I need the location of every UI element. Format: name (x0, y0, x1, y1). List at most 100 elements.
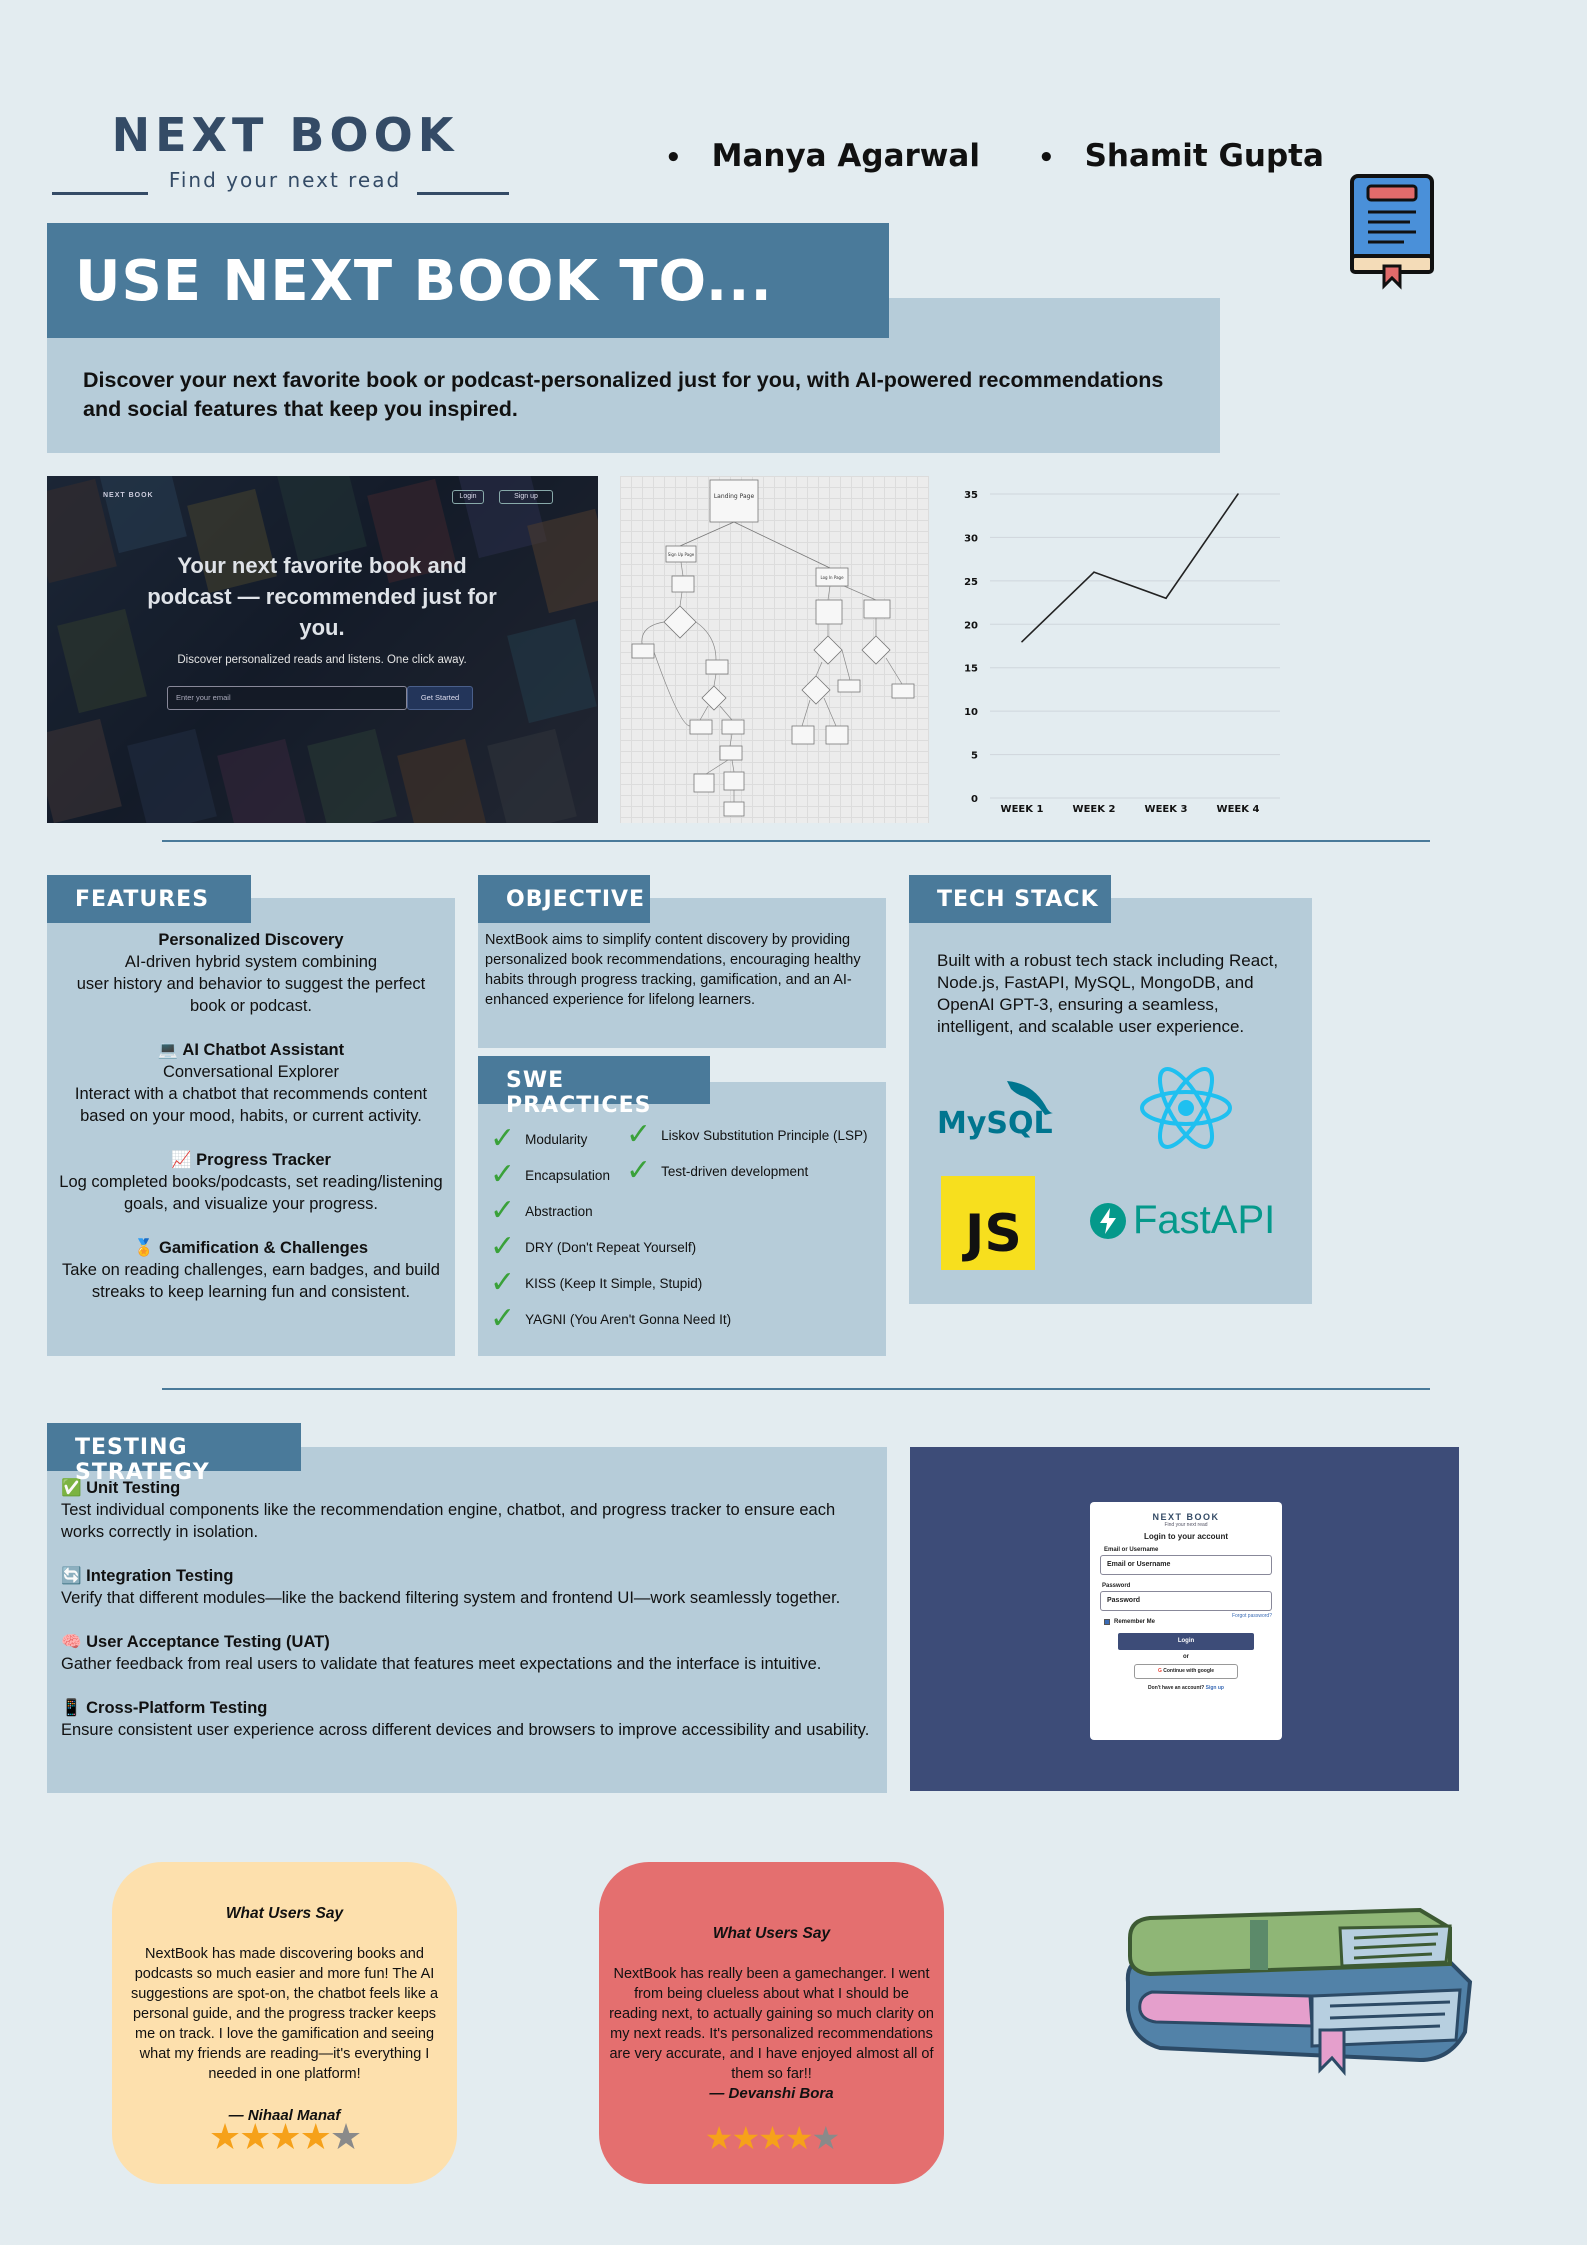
features-panel: Personalized Discovery AI-driven hybrid … (47, 898, 455, 1356)
mysql-logo: MySQL (937, 1073, 1067, 1143)
screenshot-email-input[interactable]: Enter your email (167, 686, 407, 710)
login-card: NEXT BOOK Find your next read Login to y… (1090, 1502, 1282, 1740)
feature-text: Interact with a chatbot that recommends … (74, 1085, 428, 1125)
hero-heading: USE NEXT BOOK TO... (47, 223, 889, 338)
signup-link[interactable]: Sign up (1205, 1685, 1224, 1691)
practice-item: ✓ Abstraction (490, 1196, 593, 1226)
chart-data-point (1021, 640, 1023, 643)
checkmark-icon: ✓ (490, 1193, 516, 1228)
practice-item: ✓Test-driven development (626, 1156, 808, 1186)
testimonial-card: What Users Say NextBook has made discove… (112, 1862, 457, 2184)
remember-me-label: Remember Me (1114, 1619, 1156, 1625)
login-button[interactable]: Login (1118, 1633, 1254, 1650)
testimonial-text: NextBook has really been a gamechanger. … (609, 1966, 934, 2082)
feature-text: Take on reading challenges, earn badges,… (62, 1261, 440, 1301)
swe-practices-tab: SWE PRACTICES (478, 1056, 710, 1118)
testing-strategy-panel: ✅ Unit Testing Test individual component… (47, 1447, 887, 1793)
remember-me-row: Remember Me (1104, 1619, 1282, 1625)
screenshot-get-started-button[interactable]: Get Started (407, 686, 473, 710)
feature-subtitle: Conversational Explorer (162, 1063, 340, 1081)
practice-item: ✓DRY (Don't Repeat Yourself) (490, 1232, 696, 1262)
features-tab: FEATURES (47, 875, 251, 923)
checkmark-icon: ✓ (490, 1301, 516, 1336)
book-stack-illustration (1125, 1907, 1473, 2077)
chart-x-tick-label: WEEK 1 (1001, 804, 1044, 815)
password-label: Password (1102, 1583, 1131, 1589)
testing-title: 📱 Cross-Platform Testing (61, 1699, 268, 1717)
fastapi-icon (1090, 1202, 1126, 1239)
chart-series-line (1021, 493, 1239, 643)
testing-item: 🔄 Integration Testing Verify that differ… (61, 1565, 871, 1609)
chart-y-tick-label: 0 (971, 794, 978, 805)
practice-label: DRY (Don't Repeat Yourself) (525, 1239, 697, 1255)
feature-item: Personalized Discovery AI-driven hybrid … (57, 929, 445, 1017)
practice-item: ✓Liskov Substitution Principle (LSP) (626, 1120, 867, 1150)
screenshot-signup-button[interactable]: Sign up (499, 490, 553, 504)
section-divider (162, 1388, 1430, 1390)
testing-title: 🔄 Integration Testing (61, 1567, 234, 1585)
logo-divider (417, 192, 509, 195)
testimonial-heading: What Users Say (225, 1905, 344, 1922)
chart-data-point (1093, 571, 1095, 573)
chart-y-tick-label: 15 (964, 664, 978, 675)
feature-item: 💻 AI Chatbot Assistant Conversational Ex… (57, 1039, 445, 1127)
testing-item: 📱 Cross-Platform Testing Ensure consiste… (61, 1697, 871, 1741)
checkmark-icon: ✓ (490, 1265, 516, 1300)
feature-title: 🏅 Gamification & Challenges (133, 1239, 369, 1257)
checkmark-icon: ✓ (490, 1121, 516, 1156)
login-heading: Login to your account (1144, 1532, 1228, 1541)
testimonial-text: NextBook has made discovering books and … (130, 1946, 439, 2082)
section-divider (162, 840, 1430, 842)
feature-title: Personalized Discovery (158, 931, 344, 949)
book-icon (1350, 174, 1434, 290)
practice-label: Abstraction (525, 1203, 593, 1219)
practice-item: ✓Encapsulation (490, 1160, 610, 1190)
forgot-password-link[interactable]: Forgot password? (1231, 1613, 1272, 1619)
tech-stack-tab: TECH STACK (909, 875, 1111, 923)
testimonial-author: — Devanshi Bora (709, 2085, 834, 2102)
practice-label: Encapsulation (525, 1167, 610, 1183)
practice-label: Liskov Substitution Principle (LSP) (661, 1127, 868, 1143)
signup-prompt-row: Don't have an account? Sign up (1090, 1685, 1282, 1691)
screenshot-login-button[interactable]: Login (452, 490, 484, 504)
author-name: Manya Agarwal (665, 138, 980, 174)
feature-item: 🏅 Gamification & Challenges Take on read… (57, 1237, 445, 1303)
google-login-button[interactable]: G Continue with google (1134, 1664, 1238, 1679)
password-input[interactable]: Password (1100, 1591, 1272, 1611)
testing-strategy-tab: TESTING STRATEGY (47, 1423, 301, 1485)
testing-text: Gather feedback from real users to valid… (61, 1655, 822, 1673)
chart-y-tick-label: 35 (964, 490, 978, 501)
feature-item: 📈 Progress Tracker Log completed books/p… (57, 1149, 445, 1215)
flow-node-label: Sign Up Page (668, 552, 695, 557)
screenshot-subline: Discover personalized reads and listens.… (177, 654, 467, 666)
signup-prompt: Don't have an account? (1148, 1685, 1205, 1691)
login-logo: NEXT BOOK (1152, 1512, 1220, 1522)
screenshot-headline: Your next favorite book and podcast — re… (147, 553, 497, 640)
testing-text: Ensure consistent user experience across… (61, 1721, 870, 1739)
practice-label: KISS (Keep It Simple, Stupid) (525, 1275, 703, 1291)
feature-title: 💻 AI Chatbot Assistant (157, 1041, 345, 1059)
mysql-logo-text: MySQL (937, 1106, 1053, 1141)
feature-text: Log completed books/podcasts, set readin… (59, 1173, 443, 1213)
react-icon (1140, 1067, 1232, 1149)
logo-divider (52, 192, 148, 195)
practice-label: Test-driven development (661, 1163, 809, 1179)
chart-y-tick-label: 5 (971, 751, 978, 762)
testimonial-author: — Nihaal Manaf (228, 2107, 341, 2124)
swe-practices-panel: ✓Modularity ✓Encapsulation ✓Abstraction … (478, 1082, 886, 1356)
chart-data-point (1165, 597, 1167, 600)
testing-title: ✅ Unit Testing (61, 1479, 181, 1497)
author-name: Shamit Gupta (1038, 138, 1324, 174)
objective-tab: OBJECTIVE (478, 875, 650, 923)
feature-title: 📈 Progress Tracker (171, 1151, 331, 1169)
practice-item: ✓ KISS (Keep It Simple, Stupid) (490, 1268, 702, 1298)
feature-subtitle: AI-driven hybrid system combining (124, 953, 378, 971)
feature-text: user history and behavior to suggest the… (76, 975, 426, 1015)
remember-me-checkbox[interactable] (1104, 1619, 1110, 1625)
tech-stack-panel: Built with a robust tech stack including… (909, 898, 1312, 1304)
username-input[interactable]: Email or Username (1100, 1555, 1272, 1575)
fastapi-logo-text: FastAPI (1133, 1198, 1276, 1242)
landing-page-screenshot: NEXT BOOK Login Sign up Your next favori… (47, 476, 598, 823)
star-rating: ★★★★★ (208, 2117, 362, 2158)
chart-data-point (1237, 493, 1239, 495)
